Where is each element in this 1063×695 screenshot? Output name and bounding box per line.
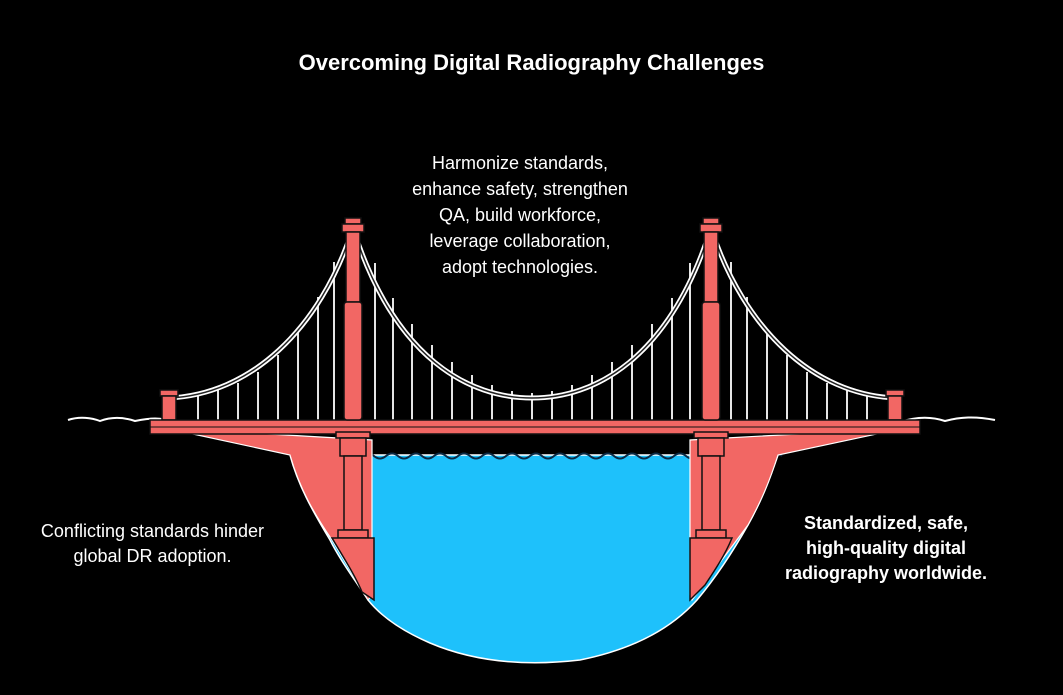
outcome-text: Standardized, safe, high-quality digital… — [784, 513, 988, 583]
left-bank — [164, 427, 373, 602]
challenge-text: Conflicting standards hinder global DR a… — [40, 521, 265, 566]
anchor-left — [159, 389, 179, 421]
tower-right — [689, 217, 734, 602]
bridge-deck — [149, 419, 921, 435]
solution-text: Harmonize standards, enhance safety, str… — [412, 153, 628, 277]
ground-line — [67, 416, 996, 423]
diagram-title: Overcoming Digital Radiography Challenge… — [298, 50, 765, 75]
main-cables — [167, 227, 897, 401]
tower-left — [330, 217, 375, 602]
anchor-right — [885, 389, 905, 421]
water-basin — [289, 454, 780, 664]
